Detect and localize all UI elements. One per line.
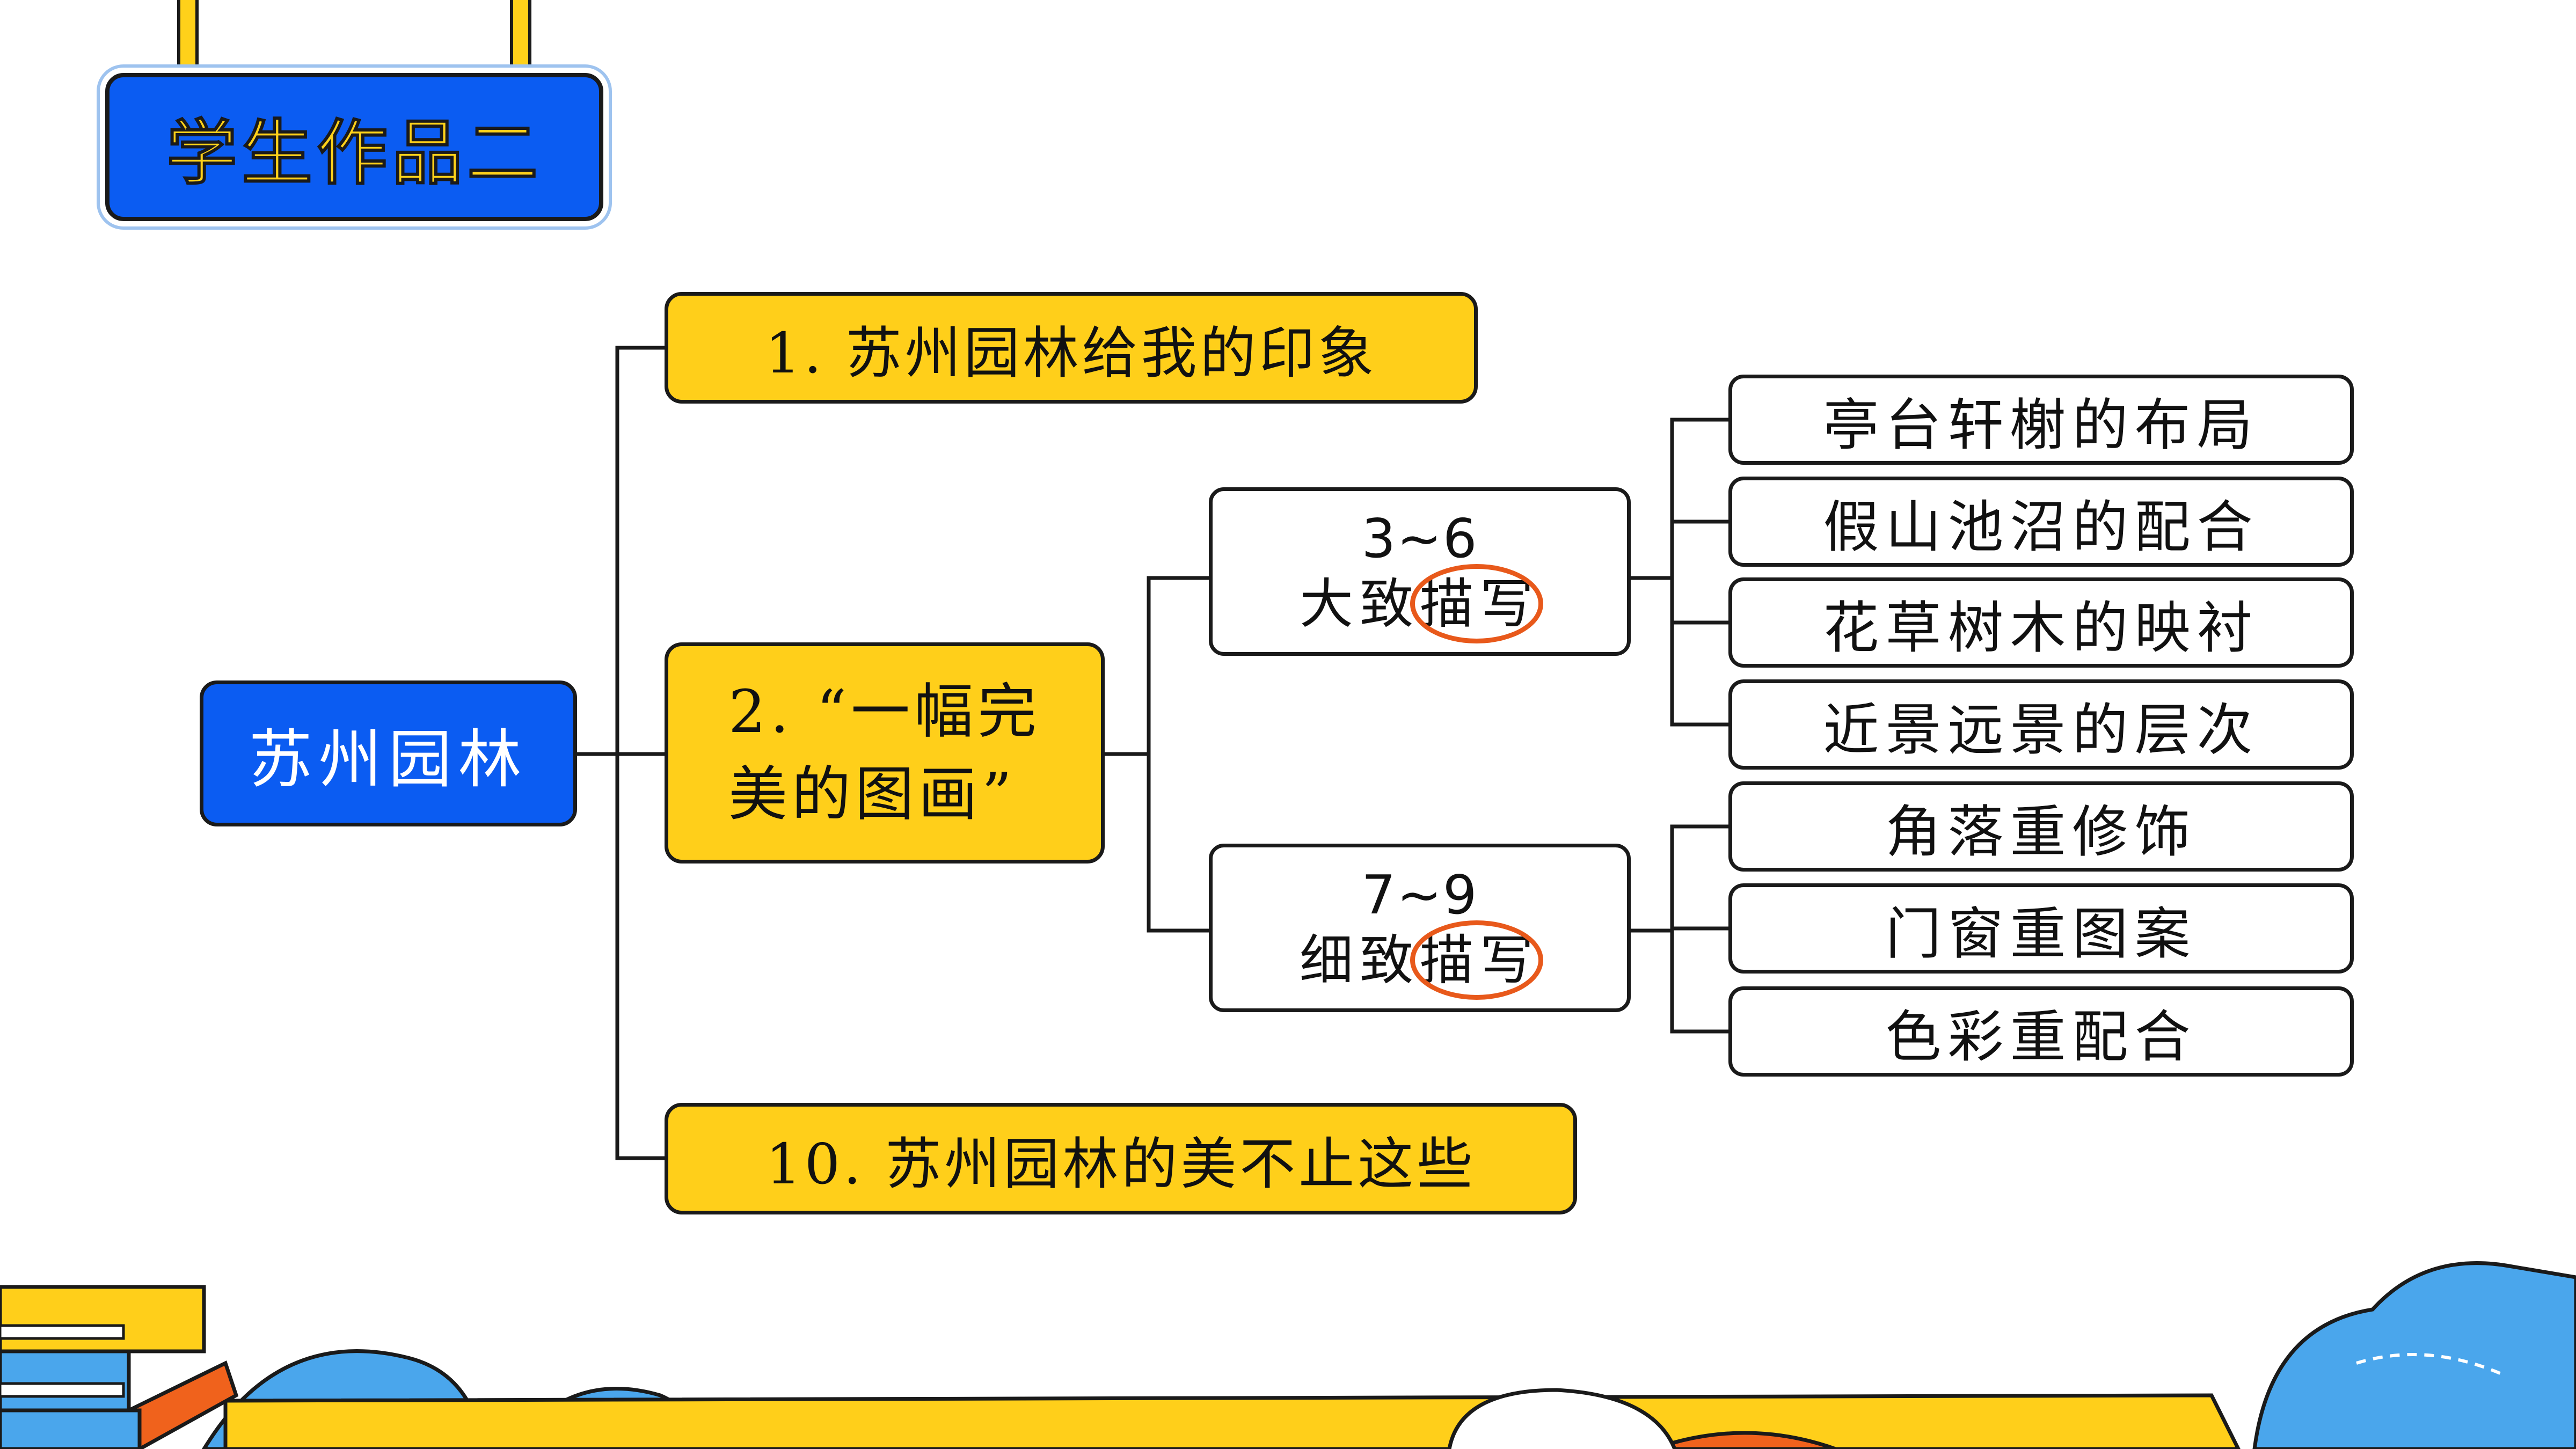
group-b-caption: 细致描写 [1300, 920, 1543, 1000]
book-top [0, 1285, 206, 1353]
leaf-a2-node: 假山池沼的配合 [1728, 477, 2354, 567]
book-top-pages [0, 1324, 125, 1340]
root-node: 苏州园林 [200, 680, 577, 826]
branch-3-label: 10. 苏州园林的美不止这些 [765, 1131, 1476, 1197]
group-b-keyword-circled: 描写 [1410, 920, 1543, 1000]
group-b-range: 7~9 [1361, 863, 1478, 926]
title-peg-right [510, 0, 531, 86]
leaf-b1-node: 角落重修饰 [1728, 781, 2354, 872]
cloud-dash [2356, 1353, 2502, 1375]
leaf-a4-node: 近景远景的层次 [1728, 679, 2354, 770]
leaf-b3-label: 色彩重配合 [1885, 1004, 2197, 1070]
group-a-node: 3~6 大致描写 [1209, 487, 1631, 656]
slide-title: 学生作品二 [105, 73, 603, 221]
branch-2-line-2: 美的图画” [728, 760, 1017, 829]
leaf-b2-node: 门窗重图案 [1728, 883, 2354, 974]
group-a-caption: 大致描写 [1300, 564, 1543, 643]
group-a-keyword-circled: 描写 [1410, 564, 1543, 643]
branch-2-line-1: 2. “一幅完 [728, 677, 1041, 746]
leaf-a1-label: 亭台轩榭的布局 [1823, 392, 2259, 458]
title-peg-left [177, 0, 199, 86]
book-middle [0, 1349, 131, 1413]
group-b-prefix: 细致 [1300, 929, 1420, 992]
branch-3-node: 10. 苏州园林的美不止这些 [665, 1103, 1577, 1214]
yellow-ground [223, 1393, 2241, 1449]
book-bottom [0, 1408, 142, 1449]
group-b-node: 7~9 细致描写 [1209, 844, 1631, 1012]
group-a-range: 3~6 [1361, 507, 1478, 570]
branch-1-node: 1. 苏州园林给我的印象 [665, 292, 1478, 404]
leaf-b1-label: 角落重修饰 [1885, 799, 2197, 865]
leaf-a1-node: 亭台轩榭的布局 [1728, 375, 2354, 465]
leaf-b2-label: 门窗重图案 [1885, 901, 2197, 967]
book-middle-pages [0, 1382, 125, 1398]
root-label: 苏州园林 [249, 722, 528, 796]
leaf-b3-node: 色彩重配合 [1728, 986, 2354, 1077]
leaf-a3-label: 花草树木的映衬 [1823, 595, 2259, 661]
leaf-a2-label: 假山池沼的配合 [1823, 494, 2259, 560]
leaf-a4-label: 近景远景的层次 [1823, 697, 2259, 763]
branch-1-label: 1. 苏州园林给我的印象 [765, 320, 1377, 386]
leaf-a3-node: 花草树木的映衬 [1728, 577, 2354, 668]
group-a-prefix: 大致 [1300, 573, 1420, 635]
white-mound [1447, 1388, 1677, 1449]
orange-mound [1652, 1431, 1837, 1449]
branch-2-node: 2. “一幅完 美的图画” [665, 642, 1105, 863]
